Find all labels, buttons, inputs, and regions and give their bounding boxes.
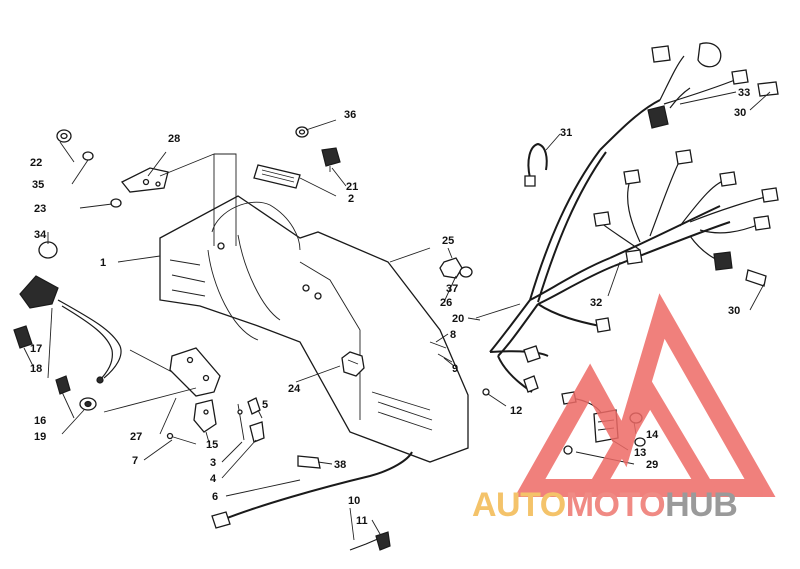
- clip-4: [249, 421, 265, 443]
- callout-3: 3: [210, 457, 216, 469]
- throttle-cable: [19, 241, 122, 384]
- screw-9: [437, 353, 453, 363]
- callout-7: 7: [132, 455, 138, 467]
- screw-8: [429, 341, 447, 349]
- callout-38: 38: [334, 459, 346, 471]
- callout-32: 32: [590, 297, 602, 309]
- callout-11: 11: [356, 515, 368, 527]
- clamp-38: [297, 455, 321, 469]
- grommet-36: [295, 126, 309, 138]
- callout-31: 31: [560, 127, 572, 139]
- callout-10: 10: [348, 495, 360, 507]
- nut-23: [110, 198, 122, 208]
- lever-17-18: [13, 325, 33, 349]
- terminal-11: [375, 531, 391, 551]
- callout-24: 24: [288, 383, 301, 395]
- callout-1: 1: [100, 257, 106, 269]
- bolt-29: [563, 445, 573, 455]
- cable-6: [211, 451, 413, 529]
- pin-3: [237, 403, 245, 441]
- callout-29: 29: [646, 459, 658, 471]
- callout-25: 25: [442, 235, 454, 247]
- washer-22: [56, 129, 72, 143]
- wire-harness-32: [489, 42, 779, 393]
- callout-22: 22: [30, 157, 42, 169]
- callout-36: 36: [344, 109, 356, 121]
- callout-26: 26: [440, 297, 452, 309]
- cable-10: [349, 537, 381, 551]
- callout-27: 27: [130, 431, 142, 443]
- plate-15: [193, 399, 217, 433]
- regulator-13: [561, 391, 619, 443]
- callout-12: 12: [510, 405, 522, 417]
- connector-33-30a: [757, 81, 779, 97]
- fitting-16: [55, 375, 71, 395]
- callout-20: 20: [452, 313, 464, 325]
- callout-28: 28: [168, 133, 180, 145]
- callout-16: 16: [34, 415, 46, 427]
- callout-34: 34: [34, 229, 47, 241]
- callout-17: 17: [30, 343, 42, 355]
- callout-35: 35: [32, 179, 44, 191]
- callout-23: 23: [34, 203, 46, 215]
- plate-27: [169, 347, 221, 397]
- nut-14: [629, 412, 646, 447]
- callout-37: 37: [446, 283, 458, 295]
- callout-30-bottom: 30: [728, 305, 740, 317]
- callout-19: 19: [34, 431, 46, 443]
- callout-6: 6: [212, 491, 218, 503]
- gauge-plate: [253, 164, 301, 189]
- mounting-bracket: [120, 167, 169, 193]
- callout-14: 14: [646, 429, 659, 441]
- callout-2: 2: [348, 193, 354, 205]
- callout-18: 18: [30, 363, 42, 375]
- knob-25: [439, 257, 473, 279]
- callout-15: 15: [206, 439, 218, 451]
- connector-30b: [745, 269, 767, 287]
- console-panel: [159, 195, 469, 463]
- knob-24: [341, 351, 365, 377]
- fitting-19: [79, 397, 97, 411]
- clip-5: [247, 397, 261, 415]
- cable-31: [524, 142, 548, 187]
- screw-7: [166, 432, 197, 445]
- washer-12: [482, 388, 490, 396]
- switch-21: [321, 147, 341, 172]
- callout-30-top: 30: [734, 107, 746, 119]
- callout-8: 8: [450, 329, 456, 341]
- washer-35: [82, 151, 94, 161]
- callout-33: 33: [738, 87, 750, 99]
- callout-13: 13: [634, 447, 646, 459]
- callout-4: 4: [210, 473, 217, 485]
- callout-9: 9: [452, 363, 458, 375]
- callout-21: 21: [346, 181, 358, 193]
- callout-5: 5: [262, 399, 268, 411]
